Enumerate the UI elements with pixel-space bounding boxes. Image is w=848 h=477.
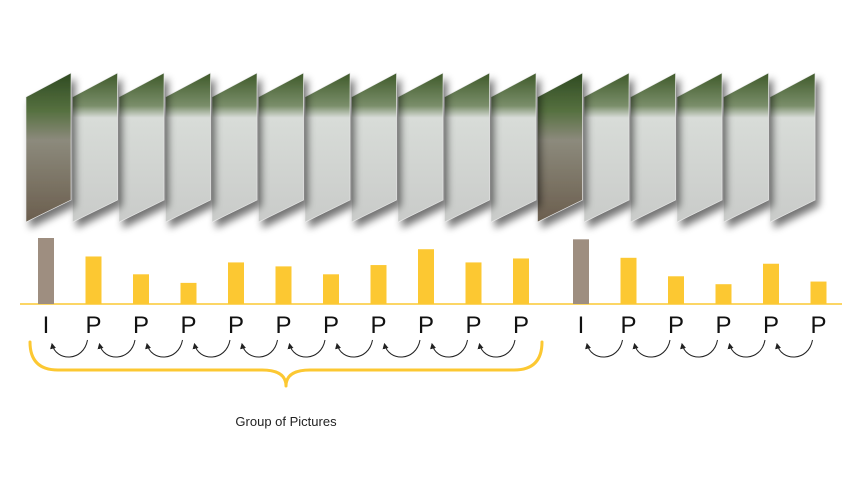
video-frame-thumbnail — [769, 72, 816, 223]
p-frame-size-bar — [513, 258, 529, 304]
video-frame-thumbnail — [118, 72, 165, 223]
reference-arrow — [680, 339, 718, 358]
reference-arrow — [775, 339, 813, 358]
reference-arrow — [382, 339, 421, 358]
i-frame-size-bar — [573, 239, 589, 304]
p-frame-label: P — [180, 312, 196, 339]
p-frame-label: P — [370, 312, 386, 339]
p-frame-size-bar — [810, 281, 827, 304]
i-frame-size-bar — [38, 238, 54, 304]
reference-arrow — [192, 339, 231, 358]
reference-arrow — [430, 339, 468, 358]
video-frame-thumbnail — [304, 72, 351, 223]
p-frame-size-bar — [180, 282, 197, 304]
video-frame-thumbnail — [723, 72, 769, 223]
reference-arrow — [50, 339, 88, 358]
video-frame-thumbnail — [630, 72, 676, 223]
p-frame-label: P — [418, 312, 434, 339]
p-frame-size-bar — [668, 276, 684, 304]
video-frame-thumbnail — [25, 72, 72, 223]
p-frame-label: P — [275, 312, 291, 339]
gop-label: Group of Pictures — [235, 414, 337, 429]
video-frame-thumbnail — [537, 72, 583, 223]
video-frame-thumbnail — [351, 72, 397, 223]
reference-arrow — [632, 339, 671, 358]
p-frame-size-bar — [418, 249, 434, 304]
p-frame-size-bar — [715, 284, 732, 304]
i-frame-label: I — [43, 312, 50, 339]
p-frame-size-bar — [620, 257, 637, 304]
p-frame-label: P — [228, 312, 244, 339]
p-frame-label: P — [133, 312, 149, 339]
reference-arrow — [585, 339, 623, 358]
p-frame-label: P — [85, 312, 101, 339]
reference-arrow — [240, 339, 278, 358]
p-frame-label: P — [715, 312, 731, 339]
p-frame-size-bar — [228, 262, 244, 304]
p-frame-label: P — [513, 312, 529, 339]
reference-arrow — [727, 339, 766, 358]
p-frame-size-bar — [275, 266, 292, 304]
reference-arrow — [477, 339, 516, 358]
p-frame-label: P — [323, 312, 339, 339]
p-frame-size-bar — [323, 274, 339, 304]
video-frame-thumbnail — [165, 72, 211, 223]
p-frame-size-bar — [133, 274, 149, 304]
frame-size-bars — [38, 238, 827, 304]
video-frame-thumbnail — [490, 72, 537, 223]
p-frame-size-bar — [763, 263, 779, 304]
p-frame-label: P — [668, 312, 684, 339]
video-frame-thumbnail — [676, 72, 723, 223]
gop-brace — [28, 340, 544, 388]
reference-arrows — [50, 339, 813, 358]
p-frame-size-bar — [85, 256, 102, 304]
video-frame-thumbnail — [583, 72, 630, 223]
video-frame-thumbnail — [72, 72, 118, 223]
video-frame-thumbnail — [258, 72, 304, 223]
video-frames-strip — [25, 72, 816, 223]
p-frame-label: P — [620, 312, 636, 339]
p-frame-label: P — [763, 312, 779, 339]
p-frame-label: P — [810, 312, 826, 339]
i-frame-label: I — [578, 312, 585, 339]
reference-arrow — [145, 339, 183, 358]
p-frame-size-bar — [370, 265, 387, 304]
p-frame-label: P — [465, 312, 481, 339]
reference-arrow — [335, 339, 373, 358]
video-frame-thumbnail — [211, 72, 258, 223]
p-frame-size-bar — [465, 262, 482, 304]
video-frame-thumbnail — [397, 72, 444, 223]
reference-arrow — [287, 339, 326, 358]
reference-arrow — [97, 339, 136, 358]
video-frame-thumbnail — [444, 72, 490, 223]
